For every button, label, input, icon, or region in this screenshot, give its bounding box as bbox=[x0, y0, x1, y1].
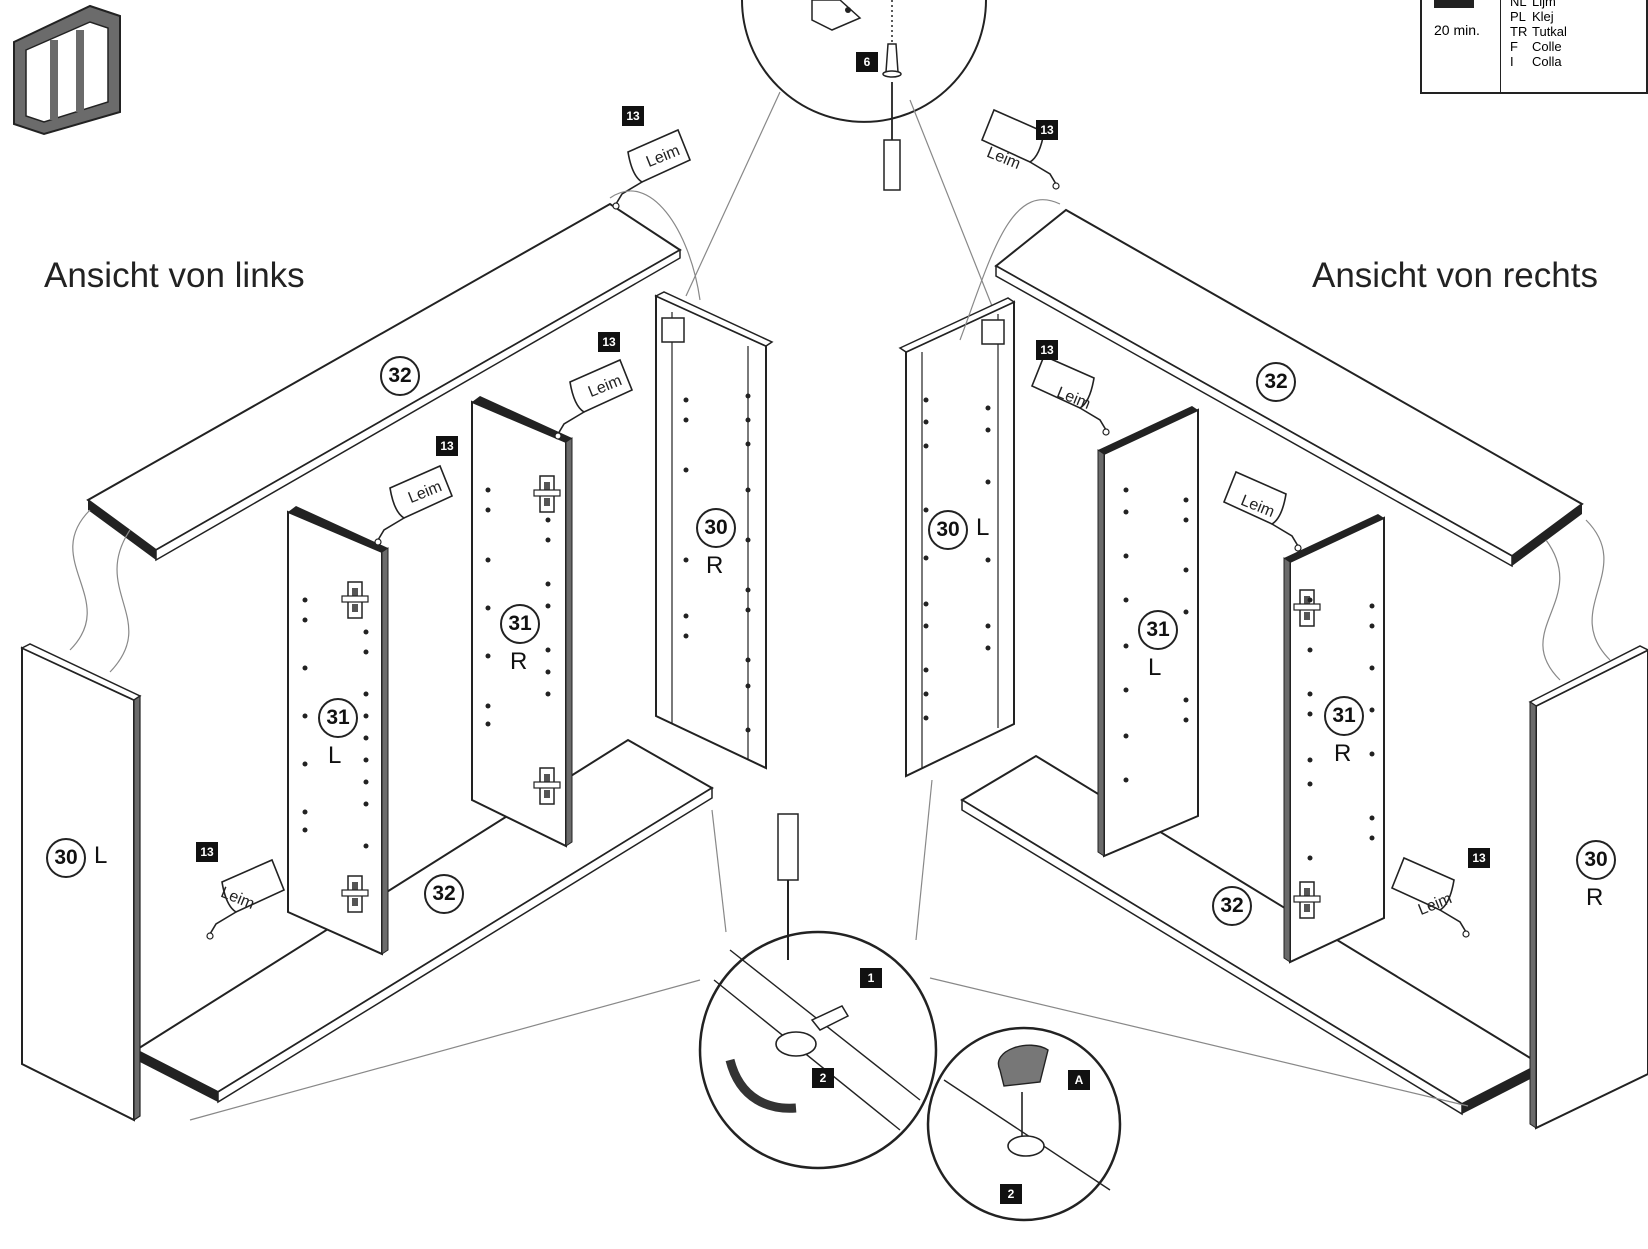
part-side-label: L bbox=[94, 842, 108, 869]
assembled-unit-thumbnail bbox=[13, 4, 121, 136]
left-side-panel-30L bbox=[20, 643, 142, 1122]
hardware-badge-13: 13 bbox=[598, 332, 620, 352]
right-side-panel-30R bbox=[1528, 645, 1648, 1130]
part-32-callout: 32 bbox=[1256, 362, 1296, 402]
part-side-label: R bbox=[1334, 740, 1352, 767]
right-partition-31R bbox=[1283, 514, 1385, 964]
hole-dots bbox=[302, 393, 1375, 861]
part-side-label: L bbox=[1148, 654, 1162, 681]
hardware-badge-2: 2 bbox=[1000, 1184, 1022, 1204]
part-30-callout: 30 bbox=[928, 510, 968, 550]
hardware-badge-A: A bbox=[1068, 1070, 1090, 1090]
hardware-badge-13: 13 bbox=[1036, 340, 1058, 360]
part-side-label: R bbox=[706, 552, 724, 579]
hardware-badge-13: 13 bbox=[622, 106, 644, 126]
hardware-badge-1: 1 bbox=[860, 968, 882, 988]
part-32-callout: 32 bbox=[424, 874, 464, 914]
hardware-badge-13: 13 bbox=[1036, 120, 1058, 140]
detail-guide-lines bbox=[189, 779, 1469, 1121]
hardware-badge-13: 13 bbox=[1468, 848, 1490, 868]
hardware-badge-2: 2 bbox=[812, 1068, 834, 1088]
left-view-title: Ansicht von links bbox=[44, 256, 305, 295]
drying-time: 20 min. bbox=[1434, 22, 1480, 38]
right-view-title: Ansicht von rechts bbox=[1312, 256, 1598, 295]
hardware-badge-13: 13 bbox=[196, 842, 218, 862]
glue-swatch bbox=[1434, 0, 1474, 8]
glue-tubes bbox=[206, 109, 1470, 940]
part-side-label: R bbox=[510, 648, 528, 675]
part-32-callout: 32 bbox=[1212, 886, 1252, 926]
part-side-label: L bbox=[976, 514, 990, 541]
part-30-callout: 30 bbox=[1576, 840, 1616, 880]
part-31-callout: 31 bbox=[318, 698, 358, 738]
cam-lock-detail-circle bbox=[698, 813, 938, 1170]
part-31-callout: 31 bbox=[500, 604, 540, 644]
part-30-callout: 30 bbox=[696, 508, 736, 548]
shelf-pin-detail-circle bbox=[926, 1026, 1122, 1222]
part-side-label: L bbox=[328, 742, 342, 769]
part-31-callout: 31 bbox=[1138, 610, 1178, 650]
legend-divider bbox=[1500, 0, 1501, 94]
hardware-badge-13: 13 bbox=[436, 436, 458, 456]
connection-curves bbox=[69, 190, 1611, 681]
hardware-badge-6: 6 bbox=[856, 52, 878, 72]
part-30-callout: 30 bbox=[46, 838, 86, 878]
part-31-callout: 31 bbox=[1324, 696, 1364, 736]
part-side-label: R bbox=[1586, 884, 1604, 911]
part-32-callout: 32 bbox=[380, 356, 420, 396]
